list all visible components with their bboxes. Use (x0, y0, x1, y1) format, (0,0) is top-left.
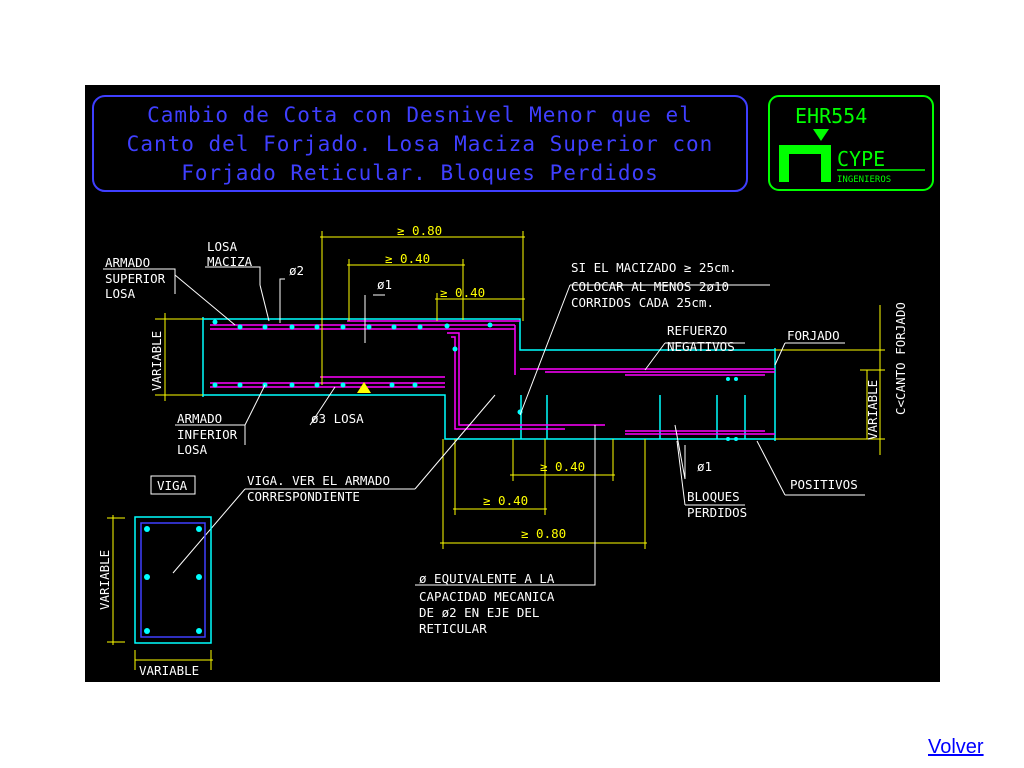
note-equiv-1: ø EQUIVALENTE A LA (419, 571, 555, 586)
volver-link[interactable]: Volver (928, 736, 984, 758)
leader-lines (103, 266, 865, 586)
label-phi1-bot: ø1 (697, 459, 712, 474)
title-box (92, 95, 748, 192)
label-canto-forjado: C<CANTO FORJADO (893, 302, 908, 415)
note-equiv-2: CAPACIDAD MECANICA (419, 589, 555, 604)
dim-ge040-bot1: ≥ 0.40 (540, 459, 585, 474)
label-armado-inf-2: INFERIOR (177, 427, 238, 442)
label-armado-inf-1: ARMADO (177, 411, 222, 426)
note-macizado-3: CORRIDOS CADA 25cm. (571, 295, 714, 310)
label-forjado: FORJADO (787, 328, 840, 343)
label-variable-left: VARIABLE (149, 331, 164, 391)
level-triangle (357, 382, 371, 393)
dim-ge080-bot: ≥ 0.80 (521, 526, 566, 541)
note-equiv-4: RETICULAR (419, 621, 487, 636)
logo-code: EHR554 (795, 104, 867, 128)
label-viga-ver-1: VIGA. VER EL ARMADO (247, 473, 390, 488)
label-armado-sup-3: LOSA (105, 286, 136, 301)
label-viga: VIGA (157, 478, 188, 493)
title-line-2: Canto del Forjado. Losa Maciza Superior … (127, 132, 714, 156)
label-positivos: POSITIVOS (790, 477, 858, 492)
note-macizado-1: SI EL MACIZADO ≥ 25cm. (571, 260, 737, 275)
label-armado-sup-2: SUPERIOR (105, 271, 166, 286)
dim-ge040-mid: ≥ 0.40 (440, 285, 485, 300)
label-armado-sup-1: ARMADO (105, 255, 150, 270)
note-equiv-3: DE ø2 EN EJE DEL (419, 605, 539, 620)
concrete-outline (202, 317, 776, 441)
label-phi2: ø2 (289, 263, 304, 278)
rebar (210, 320, 775, 435)
label-variable-beam-h: VARIABLE (139, 663, 199, 678)
dim-ge080-top: ≥ 0.80 (397, 223, 442, 238)
label-armado-inf-3: LOSA (177, 442, 208, 457)
label-phi1-top: ø1 (377, 277, 392, 292)
cype-logo: EHR554 CYPE INGENIEROS (768, 95, 934, 191)
label-refuerzo: REFUERZO (667, 323, 727, 338)
label-bloques: BLOQUES (687, 489, 740, 504)
dimension-lines (107, 231, 885, 670)
logo-sub: INGENIEROS (837, 175, 891, 185)
title-line-1: Cambio de Cota con Desnivel Menor que el (147, 103, 693, 127)
dim-ge040-bot2: ≥ 0.40 (483, 493, 528, 508)
label-perdidos: PERDIDOS (687, 505, 747, 520)
label-maciza: MACIZA (207, 254, 253, 269)
dim-ge040-top: ≥ 0.40 (385, 251, 430, 266)
note-macizado-2: COLOCAR AL MENOS 2ø10 (571, 279, 729, 294)
label-losa: LOSA (207, 239, 238, 254)
logo-brand: CYPE (837, 147, 885, 171)
cad-drawing: Cambio de Cota con Desnivel Menor que el… (85, 85, 940, 682)
beam-section (134, 475, 212, 644)
title-line-3: Forjado Reticular. Bloques Perdidos (181, 161, 659, 185)
label-viga-ver-2: CORRESPONDIENTE (247, 489, 360, 504)
label-negativos: NEGATIVOS (667, 339, 735, 354)
label-phi3-losa: ø3 LOSA (311, 411, 364, 426)
label-variable-beam-v: VARIABLE (97, 550, 112, 610)
label-variable-right: VARIABLE (865, 380, 880, 440)
